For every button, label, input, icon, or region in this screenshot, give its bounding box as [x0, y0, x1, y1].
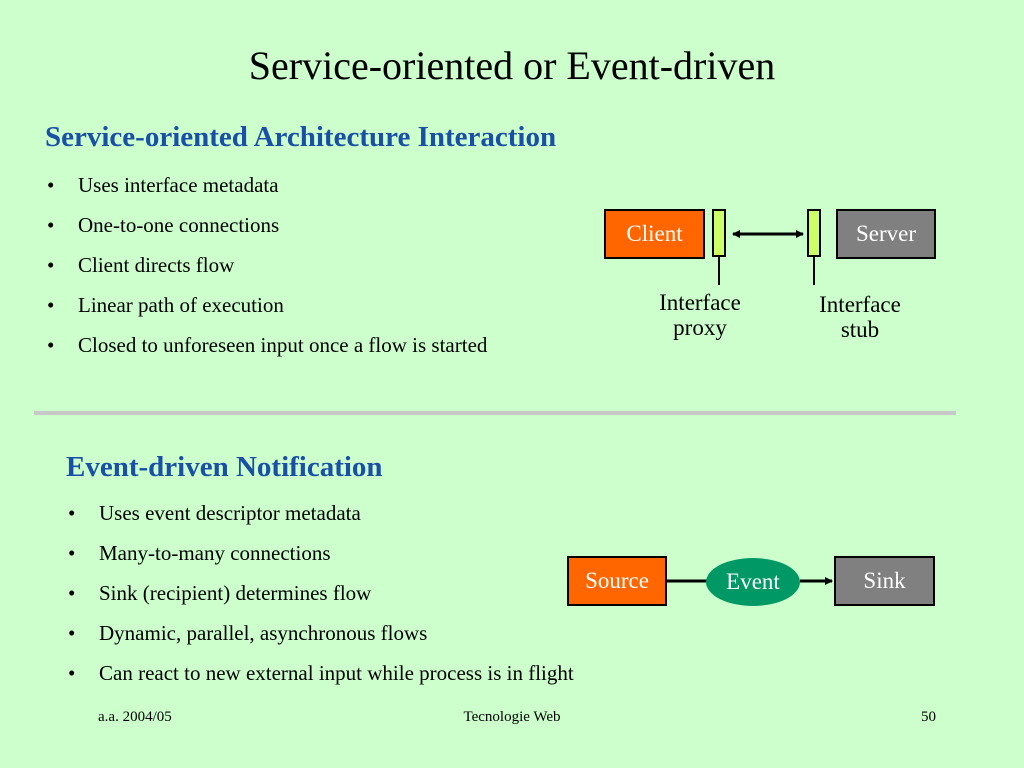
soa-heading: Service-oriented Architecture Interactio… — [45, 121, 557, 153]
interface-stub-label-line2: stub — [840, 317, 880, 342]
client-box: Client — [604, 209, 705, 259]
interface-proxy-label-line1: Interface — [659, 290, 741, 315]
soa-bullet-4: Linear path of execution — [45, 293, 487, 333]
event-bullet-1: Uses event descriptor metadata — [66, 501, 574, 541]
page-number: 50 — [921, 709, 936, 725]
footer-course-title: Tecnologie Web — [463, 709, 561, 725]
proxy-connector-line — [718, 257, 720, 285]
soa-bullet-3: Client directs flow — [45, 253, 487, 293]
server-box: Server — [836, 209, 936, 259]
interface-proxy-label: Interface proxy — [640, 290, 760, 340]
event-bullet-3: Sink (recipient) determines flow — [66, 581, 574, 621]
interface-proxy-label-line2: proxy — [673, 315, 727, 340]
footer-academic-year: a.a. 2004/05 — [98, 709, 172, 725]
event-bullet-5: Can react to new external input while pr… — [66, 661, 574, 701]
soa-bullet-1: Uses interface metadata — [45, 173, 487, 213]
interface-proxy-bar — [712, 209, 726, 257]
soa-bullet-2: One-to-one connections — [45, 213, 487, 253]
interface-stub-label-line1: Interface — [819, 292, 901, 317]
stub-connector-line — [813, 257, 815, 285]
event-bullet-4: Dynamic, parallel, asynchronous flows — [66, 621, 574, 661]
section-divider — [34, 411, 956, 415]
source-box: Source — [567, 556, 667, 606]
event-bullet-list: Uses event descriptor metadata Many-to-m… — [66, 501, 574, 701]
soa-bullet-5: Closed to unforeseen input once a flow i… — [45, 333, 487, 373]
event-bullet-2: Many-to-many connections — [66, 541, 574, 581]
slide-title: Service-oriented or Event-driven — [248, 43, 776, 88]
soa-bullet-list: Uses interface metadata One-to-one conne… — [45, 173, 487, 373]
event-heading: Event-driven Notification — [66, 451, 383, 483]
sink-box: Sink — [834, 556, 935, 606]
interface-stub-bar — [807, 209, 821, 257]
event-oval: Event — [706, 558, 800, 606]
interface-stub-label: Interface stub — [800, 292, 920, 342]
